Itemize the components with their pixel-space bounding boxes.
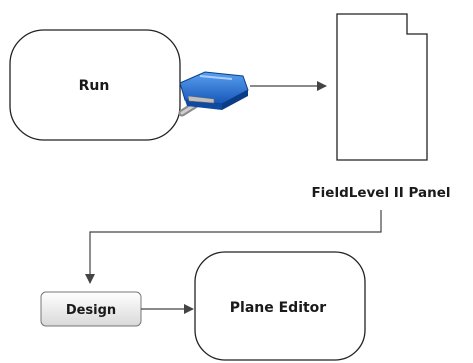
fieldlevel-panel-icon bbox=[336, 13, 428, 161]
run-node[interactable]: Run bbox=[9, 29, 181, 141]
usb-cable-icon bbox=[178, 71, 249, 117]
fieldlevel-panel[interactable]: FieldLevel II Panel bbox=[311, 13, 451, 201]
panel-caption: FieldLevel II Panel bbox=[311, 185, 450, 201]
run-label: Run bbox=[79, 78, 110, 94]
plane-editor-label: Plane Editor bbox=[230, 300, 327, 316]
design-button[interactable]: Design bbox=[40, 291, 142, 327]
design-label: Design bbox=[66, 303, 116, 318]
arrow-panel-to-design bbox=[85, 210, 382, 284]
plane-editor-node[interactable]: Plane Editor bbox=[194, 251, 366, 361]
